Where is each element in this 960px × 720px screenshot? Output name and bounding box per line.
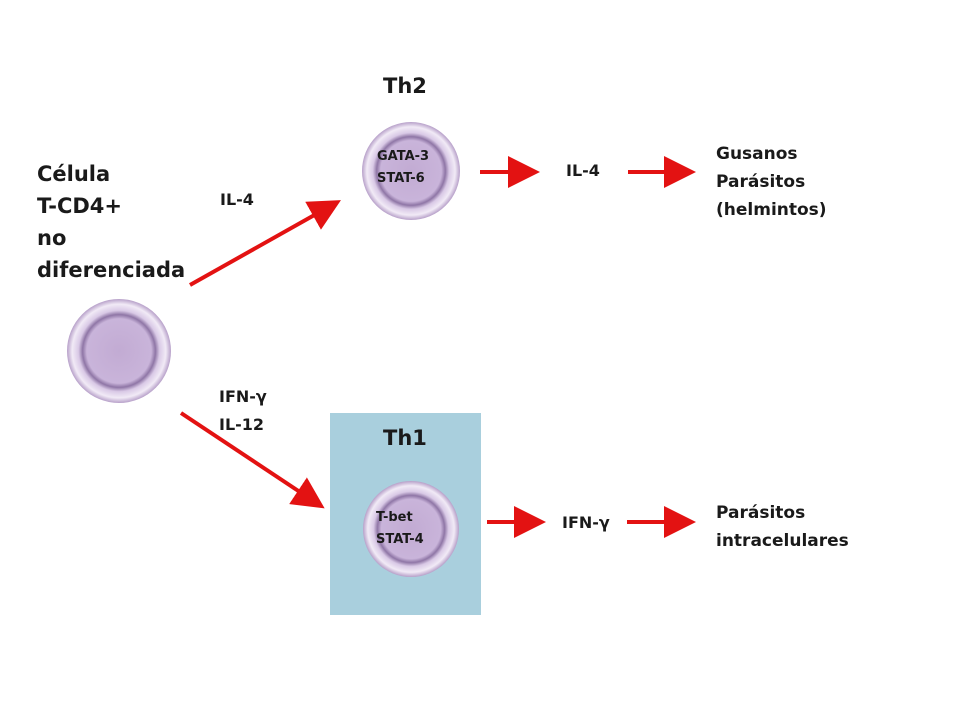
th1-input-cytokines: IFN-γ IL-12 (219, 383, 267, 439)
naive-line: Célula (37, 162, 111, 186)
th1-cell (363, 481, 459, 577)
th2-title: Th2 (383, 74, 427, 98)
th1-output-cytokine: IFN-γ (562, 513, 610, 532)
th1-input-cytokine: IFN-γ (219, 387, 267, 406)
th1-title: Th1 (383, 426, 427, 450)
th2-targets: Gusanos Parásitos (helmintos) (716, 140, 827, 224)
th1-target: intracelulares (716, 531, 849, 551)
naive-cell-label: Célula T-CD4+ no diferenciada (37, 158, 185, 286)
th1-factor: T-bet (376, 510, 413, 525)
arrow-naive-to-th1 (179, 411, 325, 509)
th1-factors: T-bet STAT-4 (376, 507, 424, 551)
th2-factor: STAT-6 (377, 171, 425, 186)
naive-line: diferenciada (37, 258, 186, 282)
th1-target: Parásitos (716, 503, 806, 523)
naive-cell (67, 299, 171, 403)
th2-cell (362, 122, 460, 220)
th2-factors: GATA-3 STAT-6 (377, 146, 429, 190)
th2-factor: GATA-3 (377, 149, 430, 164)
naive-line: T-CD4+ (37, 194, 123, 218)
naive-line: no (37, 226, 67, 250)
th1-factor: STAT-4 (376, 532, 424, 547)
th1-input-cytokine: IL-12 (219, 415, 265, 434)
th2-output-cytokine: IL-4 (566, 161, 600, 180)
arrow-naive-to-th2 (189, 200, 341, 287)
th2-target: Parásitos (716, 172, 806, 192)
th2-input-cytokine: IL-4 (220, 190, 254, 209)
th2-target: Gusanos (716, 144, 798, 164)
th1-targets: Parásitos intracelulares (716, 499, 849, 555)
th2-target: (helmintos) (716, 200, 827, 220)
